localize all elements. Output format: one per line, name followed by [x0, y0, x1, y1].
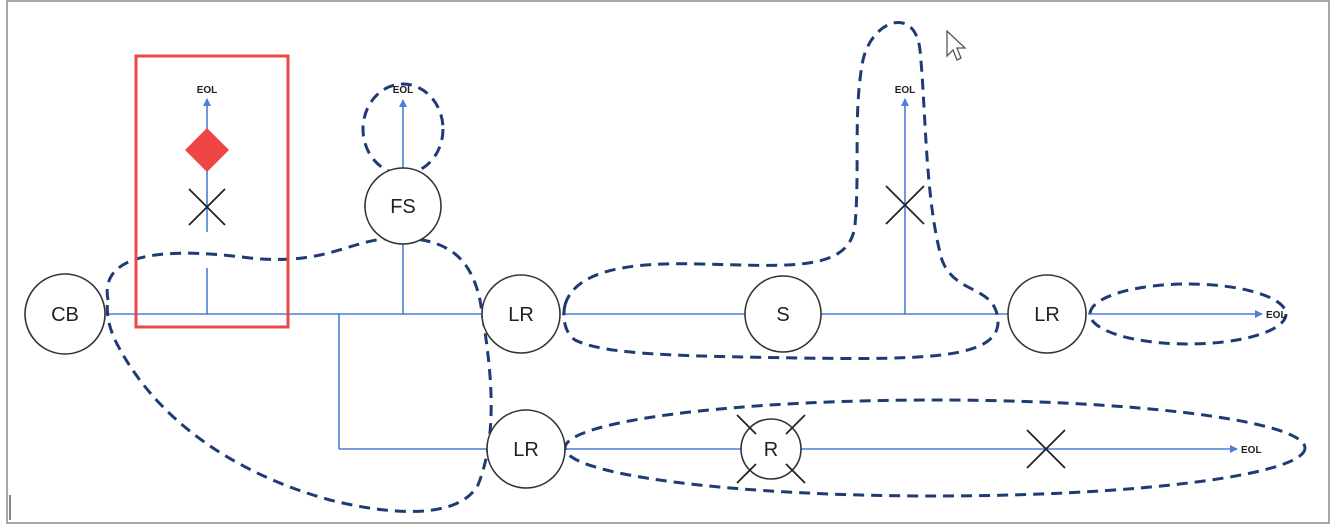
zone-fs-outline	[361, 82, 445, 176]
x-mark-icon	[188, 188, 226, 226]
node-lr-right-circle	[1007, 274, 1087, 354]
zone-right-outline	[1088, 282, 1288, 346]
zone-bottom-outline	[563, 398, 1307, 498]
eol-label-right: EOL	[1266, 310, 1287, 321]
zone-s-outline	[562, 20, 1000, 360]
eol-label-fs: EOL	[393, 85, 414, 96]
eol-label-bottom: EOL	[1241, 445, 1262, 456]
eol-label-highlight: EOL	[197, 85, 218, 96]
r-cross-mark-icon	[736, 414, 806, 484]
zone-upstream-outline	[105, 236, 493, 513]
x-mark-icon	[885, 185, 925, 225]
x-mark-icon	[1026, 429, 1066, 469]
node-lr-bottom-circle	[486, 409, 566, 489]
node-fs-circle	[364, 167, 442, 245]
open-switch-marks	[188, 185, 1066, 484]
mouse-cursor-icon	[946, 29, 967, 61]
node-s-label: S	[776, 304, 789, 326]
diagram-border	[6, 0, 1330, 524]
node-lr-right-label: LR	[1034, 304, 1060, 326]
node-r-label: R	[764, 439, 778, 461]
node-cb-circle	[24, 273, 106, 355]
feeder-lines	[105, 98, 1263, 453]
node-s-circle	[744, 275, 822, 353]
node-lr-top-circle	[481, 274, 561, 354]
highlight-box	[134, 54, 290, 329]
node-cb-label: CB	[51, 304, 79, 326]
red-diamond-icon	[185, 128, 229, 172]
eol-label-switch-branch: EOL	[895, 85, 916, 96]
node-lr-bottom-label: LR	[513, 439, 539, 461]
node-fs-label: FS	[390, 196, 416, 218]
node-lr-top-label: LR	[508, 304, 534, 326]
